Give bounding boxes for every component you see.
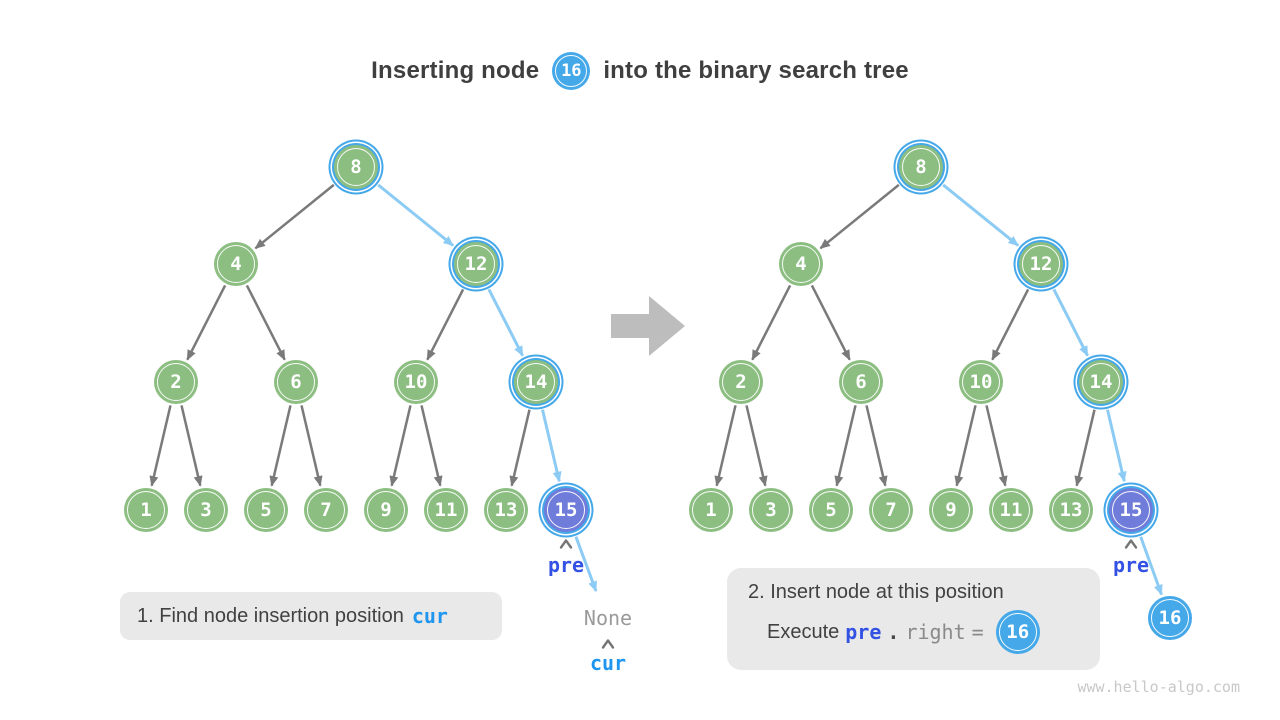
tree-node-left-1: 1: [124, 488, 168, 532]
tree-edge-left-8-4: [254, 183, 335, 250]
tree-node-right-11: 11: [989, 488, 1033, 532]
step2-line1: 2. Insert node at this position: [748, 581, 1004, 603]
tree-node-left-11: 11: [424, 488, 468, 532]
pre-pointer-label: pre: [1112, 553, 1150, 577]
tree-edge-right-8-12: [942, 183, 1020, 247]
step2-execute-text: Execute: [767, 620, 840, 643]
tree-node-right-1: 1: [689, 488, 733, 532]
step2-right-code: right: [905, 620, 966, 644]
figure-title: Inserting node 16 into the binary search…: [0, 50, 1280, 92]
step1-caption-box: 1. Find node insertion position cur: [120, 592, 502, 640]
tree-edge-left-14-13: [509, 409, 531, 487]
tree-node-left-3: 3: [184, 488, 228, 532]
step2-dot-code: .: [887, 620, 900, 644]
cur-pointer-label: cur: [589, 651, 627, 675]
tree-edge-right-12-14: [1052, 288, 1089, 357]
tree-edge-right-4-2: [751, 284, 792, 361]
step2-pre-code: pre: [845, 620, 882, 644]
tree-edge-right-10-11: [985, 405, 1008, 487]
tree-node-right-6: 6: [839, 360, 883, 404]
tree-node-right-3: 3: [749, 488, 793, 532]
tree-edge-left-6-5: [269, 405, 292, 487]
transition-arrow-icon: [611, 296, 685, 356]
tree-edge-right-12-10: [991, 288, 1030, 361]
tree-node-left-2: 2: [154, 360, 198, 404]
tree-node-left-10: 10: [394, 360, 438, 404]
step1-text: 1. Find node insertion position: [137, 604, 404, 627]
step2-node-16: 16: [995, 610, 1040, 654]
tree-edge-right-2-1: [714, 405, 737, 487]
tree-edge-left-8-12: [377, 183, 455, 247]
tree-edge-left-4-2: [186, 284, 227, 361]
tree-node-right-10: 10: [959, 360, 1003, 404]
none-label: None: [583, 606, 633, 630]
tree-node-left-5: 5: [244, 488, 288, 532]
tree-edge-right-14-15: [1106, 409, 1127, 483]
tree-node-left-14: 14: [514, 360, 558, 404]
tree-node-left-7: 7: [304, 488, 348, 532]
step1-cur-code: cur: [411, 604, 448, 628]
tree-node-right-5: 5: [809, 488, 853, 532]
tree-node-right-16: 16: [1148, 596, 1192, 640]
tree-node-right-7: 7: [869, 488, 913, 532]
tree-node-right-15: 15: [1109, 488, 1153, 532]
tree-node-right-14: 14: [1079, 360, 1123, 404]
tree-edge-right-8-4: [819, 183, 900, 250]
tree-edge-right-14-13: [1074, 409, 1096, 487]
tree-edge-right-6-7: [865, 405, 888, 487]
title-suffix: into the binary search tree: [603, 57, 909, 84]
step2-caption-box: 2. Insert node at this position Execute …: [727, 568, 1100, 670]
tree-node-left-9: 9: [364, 488, 408, 532]
tree-node-left-4: 4: [214, 242, 258, 286]
tree-node-right-4: 4: [779, 242, 823, 286]
tree-edge-right-6-5: [834, 405, 857, 487]
tree-node-left-8: 8: [334, 145, 378, 189]
tree-edge-left-12-14: [487, 288, 524, 357]
pre-pointer-label: pre: [547, 553, 585, 577]
tree-edge-left-2-3: [180, 405, 203, 487]
tree-edge-left-6-7: [300, 405, 323, 487]
tree-node-left-15: 15: [544, 488, 588, 532]
tree-node-left-6: 6: [274, 360, 318, 404]
tree-edge-left-12-10: [426, 288, 465, 361]
tree-edge-right-4-6: [810, 284, 851, 361]
title-node-16: 16: [552, 52, 591, 90]
caret-up-icon: [1124, 539, 1138, 549]
watermark: www.hello-algo.com: [1077, 678, 1240, 696]
tree-node-left-12: 12: [454, 242, 498, 286]
tree-node-right-9: 9: [929, 488, 973, 532]
tree-edge-right-10-9: [954, 405, 977, 487]
tree-edge-left-10-9: [389, 405, 412, 487]
tree-node-right-13: 13: [1049, 488, 1093, 532]
caret-up-icon: [559, 539, 573, 549]
tree-node-right-8: 8: [899, 145, 943, 189]
step2-equals-code: =: [971, 620, 984, 644]
tree-edge-left-14-15: [541, 409, 562, 483]
step2-line2: Execute pre.right = 16: [767, 610, 1100, 654]
tree-node-left-13: 13: [484, 488, 528, 532]
tree-edge-left-10-11: [420, 405, 443, 487]
caret-up-icon: [601, 639, 615, 649]
title-prefix: Inserting node: [371, 57, 540, 84]
tree-node-right-2: 2: [719, 360, 763, 404]
tree-edge-right-2-3: [745, 405, 768, 487]
tree-edge-left-4-6: [245, 284, 286, 361]
tree-edge-left-2-1: [149, 405, 172, 487]
tree-node-right-12: 12: [1019, 242, 1063, 286]
